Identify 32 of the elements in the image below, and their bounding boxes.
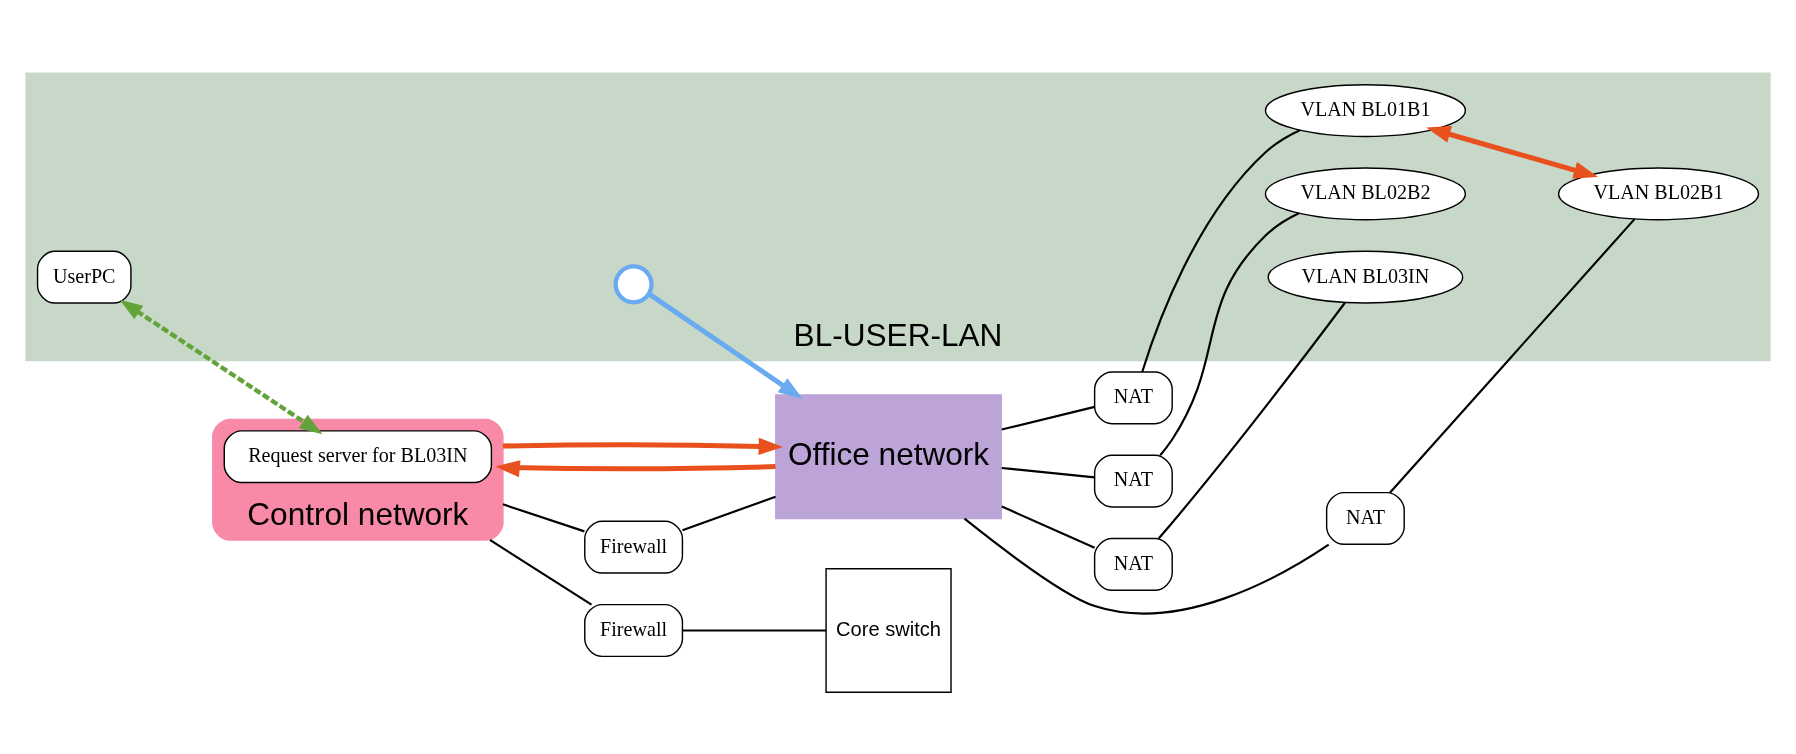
- connector: [682, 495, 776, 532]
- node-box: UserPC: [36, 250, 132, 304]
- connector: [1389, 218, 1636, 494]
- connector: [1141, 129, 1301, 373]
- node-box: Office network: [775, 394, 1002, 520]
- node-box: Request server for BL03IN: [223, 430, 493, 484]
- node-box: NAT: [1093, 371, 1173, 425]
- node-box: Core switch: [825, 568, 952, 693]
- arrow: [119, 299, 323, 435]
- node-box: NAT: [1093, 454, 1173, 508]
- connector: [963, 517, 1330, 615]
- node-ellipse: VLAN BL01B1: [1264, 84, 1467, 138]
- arrow: [495, 460, 776, 478]
- connector: [682, 629, 827, 632]
- arrow: [502, 437, 784, 455]
- connector: [1158, 302, 1346, 539]
- node-ellipse: VLAN BL03IN: [1267, 250, 1464, 304]
- node-box: NAT: [1093, 537, 1173, 591]
- arrow: [647, 291, 803, 400]
- node-circle: [613, 264, 654, 305]
- connector: [1001, 505, 1096, 549]
- connector: [1001, 405, 1095, 431]
- connector: [1001, 466, 1095, 479]
- connector: [502, 503, 585, 533]
- connector: [489, 539, 593, 606]
- node-ellipse: VLAN BL02B2: [1264, 167, 1467, 221]
- node-box: Firewall: [584, 520, 684, 574]
- connector: [1159, 212, 1300, 456]
- node-ellipse: VLAN BL02B1: [1557, 167, 1760, 221]
- arrow: [1426, 126, 1599, 179]
- node-box: NAT: [1325, 491, 1405, 546]
- node-box: Firewall: [584, 603, 684, 658]
